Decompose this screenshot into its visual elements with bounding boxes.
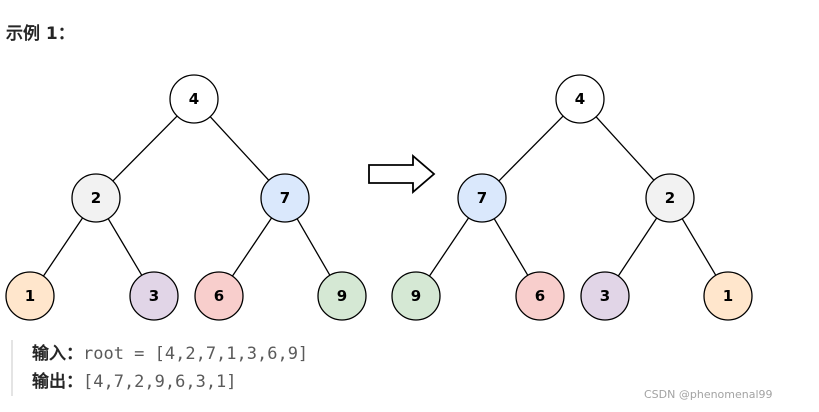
tree-node-6: 6: [515, 271, 565, 321]
tree-node-7: 7: [457, 173, 507, 223]
tree-node-2: 2: [71, 173, 121, 223]
node-label: 3: [600, 287, 610, 305]
output-label: 输出：: [32, 372, 83, 392]
node-circle: [515, 271, 565, 321]
node-label: 2: [665, 189, 675, 207]
tree-node-6: 6: [194, 271, 244, 321]
node-label: 1: [25, 287, 35, 305]
output-line: 输出：[4,7,2,9,6,3,1]: [32, 368, 652, 396]
tree-node-1: 1: [5, 271, 55, 321]
node-circle: [71, 173, 121, 223]
node-circle: [129, 271, 179, 321]
node-label: 4: [575, 90, 585, 108]
input-label: 输入：: [32, 344, 83, 364]
input-value: root = [4,2,7,1,3,6,9]: [83, 344, 309, 364]
tree-edge: [231, 217, 273, 277]
tree-node-9: 9: [317, 271, 367, 321]
tree-edge: [107, 218, 143, 276]
example-code-block: 输入：root = [4,2,7,1,3,6,9] 输出：[4,7,2,9,6,…: [11, 340, 652, 396]
node-label: 9: [411, 287, 421, 305]
nodes-layer: 4 2 7 1 3 6 9 4 7 2 9 6 3 1: [5, 74, 753, 321]
tree-node-7: 7: [260, 173, 310, 223]
node-circle: [580, 271, 630, 321]
input-line: 输入：root = [4,2,7,1,3,6,9]: [32, 340, 652, 368]
tree-edge: [595, 116, 655, 181]
node-circle: [391, 271, 441, 321]
tree-edge: [681, 218, 717, 276]
example-heading: 示例 1：: [6, 24, 75, 44]
node-circle: [260, 173, 310, 223]
node-circle: [317, 271, 367, 321]
node-circle: [645, 173, 695, 223]
node-circle: [194, 271, 244, 321]
tree-edge: [42, 217, 84, 277]
tree-edge: [617, 217, 658, 277]
node-circle: [457, 173, 507, 223]
node-circle: [169, 74, 219, 124]
node-label: 3: [149, 287, 159, 305]
tree-node-4: 4: [555, 74, 605, 124]
tree-diagram: 4 2 7 1 3 6 9 4 7 2 9 6 3 1: [5, 74, 753, 321]
tree-edge: [209, 116, 270, 181]
node-label: 6: [214, 287, 224, 305]
tree-edge: [428, 217, 470, 277]
tree-edge: [112, 115, 178, 182]
tree-node-3: 3: [129, 271, 179, 321]
watermark: CSDN @phenomenal99: [644, 388, 773, 401]
tree-node-1: 1: [703, 271, 753, 321]
tree-edge: [498, 115, 564, 182]
tree-node-4: 4: [169, 74, 219, 124]
tree-node-9: 9: [391, 271, 441, 321]
node-circle: [555, 74, 605, 124]
node-label: 4: [189, 90, 199, 108]
right-arrow-icon: [368, 154, 436, 194]
tree-node-2: 2: [645, 173, 695, 223]
node-label: 7: [280, 189, 290, 207]
node-label: 6: [535, 287, 545, 305]
tree-edge: [493, 218, 529, 276]
node-circle: [703, 271, 753, 321]
output-value: [4,7,2,9,6,3,1]: [83, 372, 237, 392]
node-label: 1: [723, 287, 733, 305]
node-circle: [5, 271, 55, 321]
edges-layer: [42, 115, 717, 277]
tree-node-3: 3: [580, 271, 630, 321]
node-label: 2: [91, 189, 101, 207]
node-label: 7: [477, 189, 487, 207]
node-label: 9: [337, 287, 347, 305]
tree-edge: [296, 218, 331, 276]
